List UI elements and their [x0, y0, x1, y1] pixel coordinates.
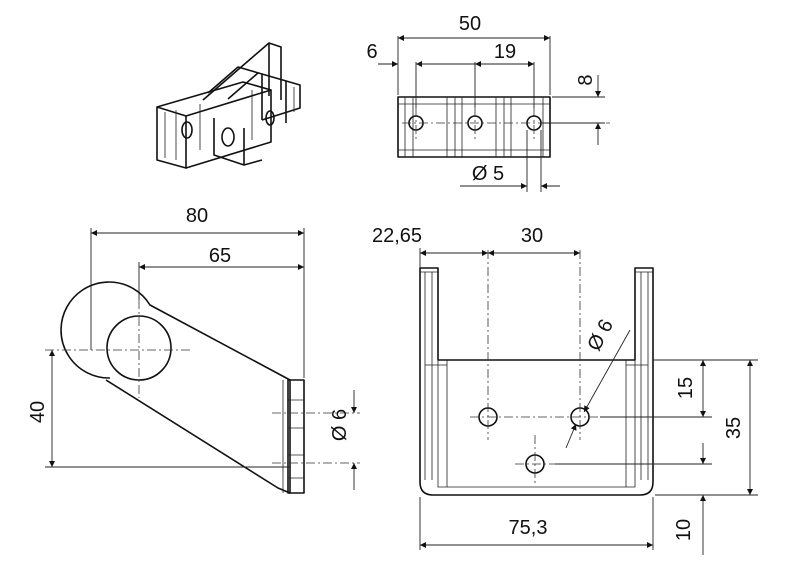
dim-top-8: 8	[575, 74, 597, 85]
top-view-outline	[397, 96, 551, 158]
front-view: 22,65 30 Ø 6 15 35 10 75,3	[372, 225, 758, 555]
dim-side-80: 80	[186, 205, 208, 227]
side-plate	[287, 379, 305, 494]
dim-top-50: 50	[459, 13, 481, 35]
dim-top-19: 19	[494, 41, 516, 63]
dim-front-15: 15	[675, 377, 697, 399]
dim-top-6: 6	[366, 41, 377, 63]
dim-front-30: 30	[521, 225, 543, 247]
dim-side-40: 40	[27, 401, 49, 423]
dim-side-dia6: Ø 6	[329, 409, 351, 441]
dim-front-75-3: 75,3	[509, 517, 548, 539]
dim-front-dia6: Ø 6	[583, 316, 618, 355]
dim-top-dia5: Ø 5	[472, 163, 504, 185]
dim-front-22-65: 22,65	[372, 225, 422, 247]
isometric-view	[156, 42, 301, 169]
dim-front-10: 10	[673, 519, 695, 541]
dim-front-35: 35	[723, 417, 745, 439]
side-view: 80 65 40 Ø 6	[27, 205, 360, 494]
top-view: 50 6 19 8 Ø 5	[366, 13, 610, 192]
dim-side-65: 65	[209, 245, 231, 267]
